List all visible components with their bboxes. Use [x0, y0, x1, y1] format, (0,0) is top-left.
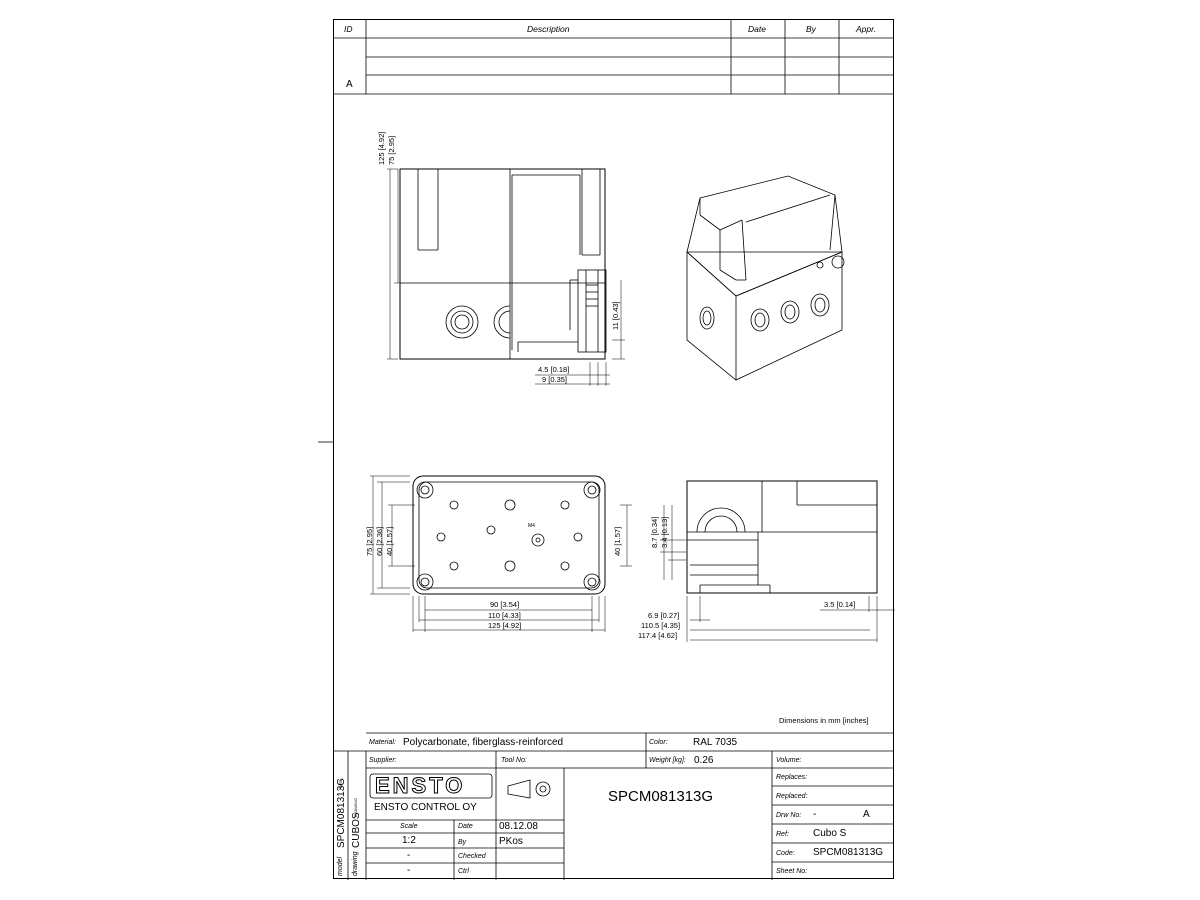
side-drawing-label: drawing [352, 851, 359, 876]
drw-no-label: Drw No: [776, 812, 802, 819]
sheet-no-label: Sheet No: [776, 868, 808, 875]
dim-front-height-upper: 75 [2.95] [387, 135, 396, 165]
title-block-lines [333, 732, 894, 880]
cone-symbol-icon [507, 779, 531, 799]
dim-front-gland: 11 [0.43] [611, 301, 620, 330]
ctrl-label: Ctrl [458, 868, 469, 875]
ref-label: Ref: [776, 831, 789, 838]
part-number-title: SPCM081313G [608, 788, 714, 805]
isometric-view [686, 175, 845, 381]
side-drawing-name: CUBOS [351, 812, 362, 848]
dim-front-off-small: 4.5 [0.18] [538, 365, 570, 374]
tool-no-label: Tool No: [501, 757, 527, 764]
drw-no-value: - [813, 809, 817, 820]
dim-bottom-w90: 90 [3.54] [490, 600, 520, 609]
supplier-label: Supplier: [369, 757, 397, 764]
dim-bottom-h60: 60 [2.36] [375, 526, 384, 556]
by-label: By [458, 839, 467, 846]
dim-bottom-h40-right: 40 [1.57] [613, 526, 622, 556]
dim-bottom-w125: 125 [4.92] [488, 621, 522, 630]
date-label: Date [458, 823, 473, 830]
dim-side-w1174: 117.4 [4.62] [638, 631, 678, 640]
checked-label: Checked [458, 853, 486, 860]
dim-bottom-w110: 110 [4.33] [488, 611, 521, 620]
material-value: Polycarbonate, fiberglass-reinforced [403, 737, 564, 748]
dim-side-w69: 6.9 [0.27] [648, 611, 680, 620]
dim-side-w35: 3.5 [0.14] [824, 600, 856, 609]
rev-header-description: Description [527, 24, 570, 34]
dim-bottom-h40: 40 [1.57] [385, 526, 394, 556]
bottom-view [412, 475, 606, 595]
date-value: 08.12.08 [499, 821, 538, 832]
units-note: Dimensions in mm [inches] [779, 716, 869, 725]
rev-row-id: A [346, 79, 353, 90]
dash-value-1: - [407, 850, 411, 861]
dim-front-height-total: 125 [4.92] [377, 131, 386, 165]
dash-value-2: - [407, 865, 411, 876]
color-value: RAL 7035 [693, 737, 738, 748]
side-view [686, 480, 878, 594]
weight-label: Weight [kg]: [649, 757, 686, 764]
side-drawing-tag: DRAWING [353, 797, 358, 817]
dim-side-v34: 3.4 [0.13] [660, 516, 669, 548]
front-view [399, 168, 607, 360]
rev-header-by: By [806, 24, 816, 34]
bottom-center-mark: M4 [528, 523, 535, 529]
side-model-label: model [337, 856, 344, 876]
drawing-sheet [333, 19, 894, 879]
code-label: Code: [776, 850, 795, 857]
dim-front-off-large: 9 [0.35] [542, 375, 568, 384]
dim-side-w1105: 110.5 [4.35] [641, 621, 681, 630]
dim-bottom-h75: 75 [2.95] [365, 526, 374, 556]
scale-value: 1:2 [402, 835, 416, 846]
dim-side-v87: 8.7 [0.34] [650, 516, 659, 548]
company-name: ENSTO CONTROL OY [374, 802, 477, 813]
by-value: PKos [499, 836, 523, 847]
drw-rev-value: A [863, 809, 870, 820]
weight-value: 0.26 [694, 755, 714, 766]
side-part-tag: PART [338, 779, 343, 790]
replaced-label: Replaced: [776, 793, 808, 800]
material-label: Material: [369, 739, 396, 746]
color-label: Color: [649, 739, 668, 746]
scale-label: Scale [400, 823, 418, 830]
volume-label: Volume: [776, 757, 802, 764]
rev-header-id: ID [344, 24, 353, 34]
replaces-label: Replaces: [776, 774, 808, 781]
rev-header-appr: Appr. [856, 24, 877, 34]
ensto-logo: ENSTO [374, 773, 466, 798]
ref-value: Cubo S [813, 828, 847, 839]
code-value: SPCM081313G [813, 847, 884, 858]
rev-header-date: Date [748, 24, 766, 34]
